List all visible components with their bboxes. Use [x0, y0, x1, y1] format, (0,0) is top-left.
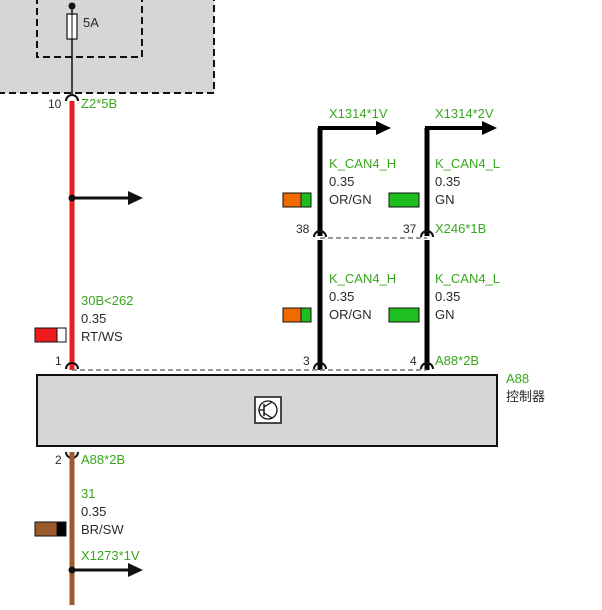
can-l-lower-signal: K_CAN4_L — [435, 271, 500, 286]
connector-x1273-1v-label[interactable]: X1273*1V — [81, 548, 140, 563]
fuse-box[interactable]: 5A — [0, 0, 215, 94]
pin-3-socket — [313, 362, 327, 370]
pin-1-socket — [65, 362, 79, 370]
can-l-upper-color-code: GN — [435, 192, 455, 207]
can-h-lower-signal: K_CAN4_H — [329, 271, 396, 286]
connector-a88-2b-bottom-label[interactable]: A88*2B — [81, 452, 125, 467]
can-h-upper-color-code: OR/GN — [329, 192, 372, 207]
transistor-icon — [254, 396, 282, 424]
fuse-inner-outline — [36, 0, 143, 58]
module-description: 控制器 — [506, 389, 545, 404]
supply-signal: 30B<262 — [81, 293, 133, 308]
pin-4-socket — [420, 362, 434, 370]
connector-x1314-1v-label[interactable]: X1314*1V — [329, 106, 388, 121]
can-h-upper-gauge: 0.35 — [329, 174, 354, 189]
pin-37-socket — [420, 230, 434, 238]
supply-gauge: 0.35 — [81, 311, 106, 326]
pin-number-4: 4 — [410, 354, 417, 368]
pin-38-socket — [313, 230, 327, 238]
pin-number-10: 10 — [48, 97, 62, 111]
can-h-lower-color-code: OR/GN — [329, 307, 372, 322]
can-l-lower-color-code: GN — [435, 307, 455, 322]
connector-a88-2b-top-label[interactable]: A88*2B — [435, 353, 479, 368]
can-l-lower-gauge: 0.35 — [435, 289, 460, 304]
connector-x1314-2v-label[interactable]: X1314*2V — [435, 106, 494, 121]
ground-branch-arrow-icon[interactable] — [128, 563, 143, 577]
connector-x246-1b-label[interactable]: X246*1B — [435, 221, 486, 236]
ground-gauge: 0.35 — [81, 504, 106, 519]
can-h-upper-swatch — [282, 192, 312, 208]
ground-splice-node — [68, 566, 76, 574]
supply-color-swatch — [34, 327, 67, 343]
can-h-lower-gauge: 0.35 — [329, 289, 354, 304]
pin-10-socket — [65, 94, 79, 102]
supply-color-code: RT/WS — [81, 329, 123, 344]
connector-z2-5b-label[interactable]: Z2*5B — [81, 96, 117, 111]
pin-number-3: 3 — [303, 354, 310, 368]
ground-color-code: BR/SW — [81, 522, 124, 537]
can-l-upper-gauge: 0.35 — [435, 174, 460, 189]
can-l-lower-swatch — [388, 307, 420, 323]
pin-number-2: 2 — [55, 453, 62, 467]
pin-number-37: 37 — [403, 222, 417, 236]
ground-color-swatch — [34, 521, 67, 537]
pin-number-1: 1 — [55, 354, 62, 368]
can-h-upper-signal: K_CAN4_H — [329, 156, 396, 171]
module-id-label[interactable]: A88 — [506, 371, 529, 386]
fuse-rating: 5A — [83, 15, 99, 30]
can-l-upper-swatch — [388, 192, 420, 208]
can-l-upper-signal: K_CAN4_L — [435, 156, 500, 171]
pin-number-38: 38 — [296, 222, 310, 236]
supply-branch-arrow-icon[interactable] — [128, 191, 143, 205]
fuse-box-outline — [0, 0, 215, 94]
supply-splice-node — [68, 194, 76, 202]
module-a88[interactable] — [36, 374, 498, 447]
can-l-out-arrow-icon[interactable] — [482, 121, 497, 135]
can-h-lower-swatch — [282, 307, 312, 323]
can-h-out-arrow-icon[interactable] — [376, 121, 391, 135]
ground-signal: 31 — [81, 486, 95, 501]
